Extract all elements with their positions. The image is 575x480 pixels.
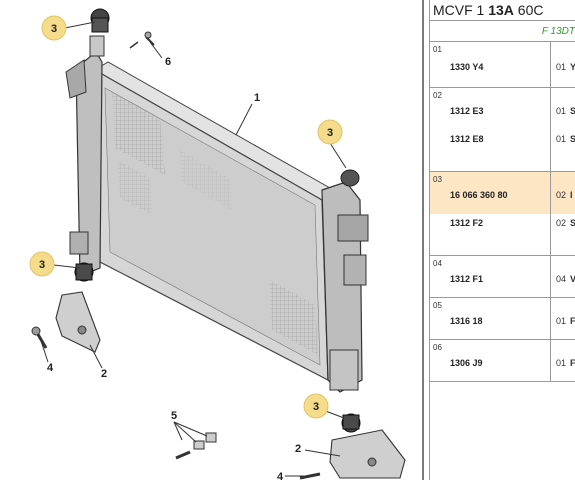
panel-divider xyxy=(422,0,424,480)
part-reference: 1316 18 xyxy=(450,316,483,326)
header-code: 13A xyxy=(488,2,514,18)
part-reference: 1312 E3 xyxy=(450,106,484,116)
parts-group[interactable]: 05 1316 18 01 F xyxy=(430,298,575,340)
parts-list-panel: MCVF 1 13A 60C F 13DT 01 1330 Y4 01 Y 02… xyxy=(429,0,575,480)
part-reference: 1312 F1 xyxy=(450,274,484,284)
bolt-left xyxy=(31,326,48,349)
column-divider xyxy=(550,42,551,88)
column-divider xyxy=(550,88,551,172)
part-quantity: 01 xyxy=(556,316,567,326)
callout-3-right: 3 xyxy=(317,119,343,145)
part-row[interactable]: 1312 E3 01 S xyxy=(430,100,575,124)
svg-text:3: 3 xyxy=(313,401,319,413)
part-description: Y xyxy=(570,62,575,72)
part-reference: 1312 F2 xyxy=(450,218,484,228)
svg-text:2: 2 xyxy=(101,368,107,380)
part-row[interactable]: 1330 Y4 01 Y xyxy=(430,56,575,80)
part-quantity: 01 xyxy=(556,62,567,72)
callout-1: 1 xyxy=(254,92,260,104)
svg-text:5: 5 xyxy=(171,410,177,422)
svg-text:2: 2 xyxy=(295,443,301,455)
part-reference: 16 066 360 80 xyxy=(450,190,508,200)
screw-top xyxy=(129,31,155,49)
clip-set xyxy=(175,432,217,460)
svg-text:6: 6 xyxy=(165,56,171,68)
callout-3-left: 3 xyxy=(29,251,55,277)
group-number: 03 xyxy=(433,175,442,184)
svg-text:1: 1 xyxy=(254,92,260,104)
bracket-right xyxy=(329,429,406,479)
callout-5: 5 xyxy=(171,410,177,422)
part-reference: 1312 E8 xyxy=(450,134,484,144)
svg-text:4: 4 xyxy=(277,471,284,480)
part-quantity: 02 xyxy=(556,190,567,200)
rubber-mount-right-lower xyxy=(341,413,361,433)
bolt-bottom xyxy=(299,472,321,480)
header-suffix: 60C xyxy=(513,2,544,18)
callout-4-bottom: 4 xyxy=(277,471,284,480)
rubber-mount-left-lower xyxy=(74,262,94,282)
rubber-mount-top-left xyxy=(90,8,110,33)
part-row[interactable]: 1312 F1 04 V xyxy=(430,268,575,292)
column-divider xyxy=(550,340,551,382)
right-tank xyxy=(321,169,369,393)
column-divider xyxy=(550,172,551,256)
part-description: S xyxy=(570,218,575,228)
svg-text:4: 4 xyxy=(47,362,54,374)
part-quantity: 02 xyxy=(556,218,567,228)
parts-group[interactable]: 02 1312 E3 01 S 1312 E8 01 S xyxy=(430,88,575,172)
panel-header: MCVF 1 13A 60C xyxy=(430,0,575,21)
part-row[interactable]: 1316 18 01 F xyxy=(430,310,575,334)
part-description: S xyxy=(570,106,575,116)
part-quantity: 04 xyxy=(556,274,567,284)
part-reference: 1330 Y4 xyxy=(450,62,484,72)
svg-text:3: 3 xyxy=(327,127,333,139)
part-row[interactable]: 1306 J9 01 F xyxy=(430,352,575,376)
part-row[interactable]: 1312 E8 01 S xyxy=(430,128,575,152)
callout-2-left: 2 xyxy=(101,368,107,380)
svg-text:3: 3 xyxy=(51,23,57,35)
callout-6: 6 xyxy=(165,56,171,68)
parts-group[interactable]: 06 1306 J9 01 F xyxy=(430,340,575,382)
group-number: 06 xyxy=(433,343,442,352)
part-description: V xyxy=(570,274,575,284)
part-description: F xyxy=(570,316,575,326)
part-quantity: 01 xyxy=(556,358,567,368)
part-row[interactable]: 1312 F2 02 S xyxy=(430,212,575,236)
group-number: 05 xyxy=(433,301,442,310)
group-number: 02 xyxy=(433,91,442,100)
part-description: I xyxy=(570,190,573,200)
parts-group[interactable]: 03 16 066 360 80 02 I 1312 F2 02 S xyxy=(430,172,575,256)
svg-text:3: 3 xyxy=(39,259,45,271)
part-description: S xyxy=(570,134,575,144)
left-tank xyxy=(65,35,105,277)
column-divider xyxy=(550,256,551,298)
header-prefix: MCVF 1 xyxy=(433,2,489,18)
group-number: 01 xyxy=(433,45,442,54)
parts-group[interactable]: 04 1312 F1 04 V xyxy=(430,256,575,298)
part-quantity: 01 xyxy=(556,106,567,116)
column-divider xyxy=(550,298,551,340)
parts-group[interactable]: 01 1330 Y4 01 Y xyxy=(430,42,575,88)
bracket-left xyxy=(55,291,101,353)
callout-2-bottom: 2 xyxy=(295,443,301,455)
callout-3-top-left: 3 xyxy=(41,15,67,41)
part-quantity: 01 xyxy=(556,134,567,144)
callout-4-left: 4 xyxy=(47,362,54,374)
callout-3-bottom: 3 xyxy=(303,393,329,419)
part-reference: 1306 J9 xyxy=(450,358,483,368)
group-number: 04 xyxy=(433,259,442,268)
part-description: F xyxy=(570,358,575,368)
part-row-selected[interactable]: 16 066 360 80 02 I xyxy=(430,184,575,208)
parts-diagram: 3 6 1 3 3 4 2 3 5 2 4 xyxy=(29,8,406,480)
radiator-core xyxy=(94,61,331,382)
panel-subheader: F 13DT xyxy=(430,21,575,42)
